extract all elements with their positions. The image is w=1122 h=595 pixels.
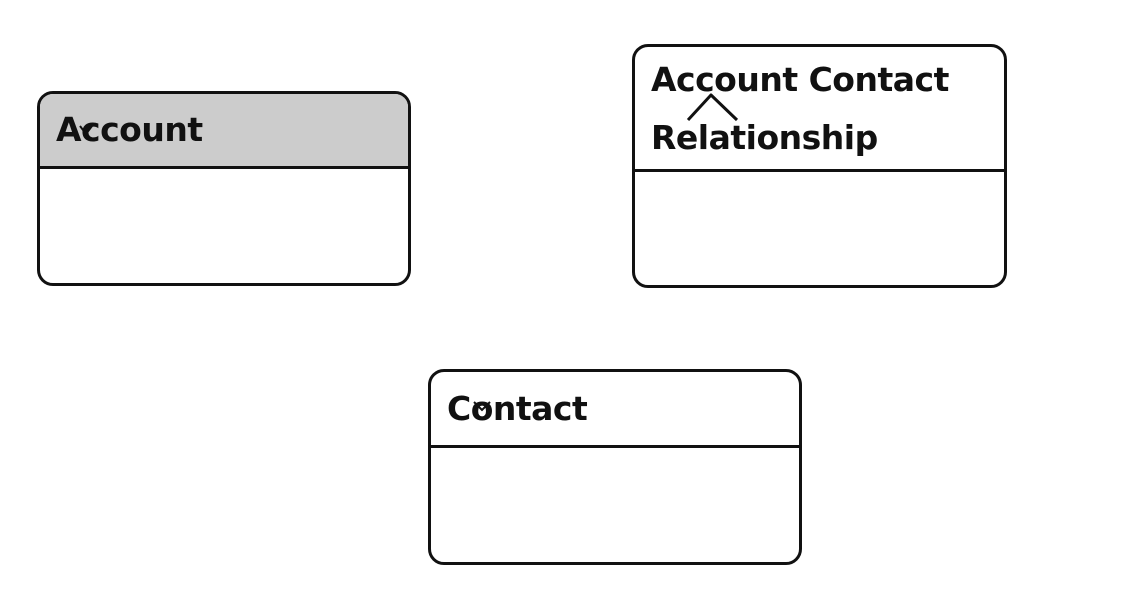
entity-account-title: Account [56, 110, 203, 149]
entity-account-contact-relationship-header: Account Contact Relationship [635, 47, 1004, 172]
entity-account[interactable]: Account [37, 91, 411, 286]
entity-account-contact-relationship-title-line-2: Relationship [651, 118, 878, 157]
entity-contact[interactable]: Contact [428, 369, 802, 565]
entity-contact-title: Contact [447, 388, 588, 428]
entity-contact-header: Contact [431, 372, 799, 448]
entity-account-contact-relationship-title-line-1: Account Contact [651, 60, 949, 99]
entity-account-contact-relationship[interactable]: Account Contact Relationship [632, 44, 1007, 288]
entity-account-header: Account [40, 94, 408, 169]
